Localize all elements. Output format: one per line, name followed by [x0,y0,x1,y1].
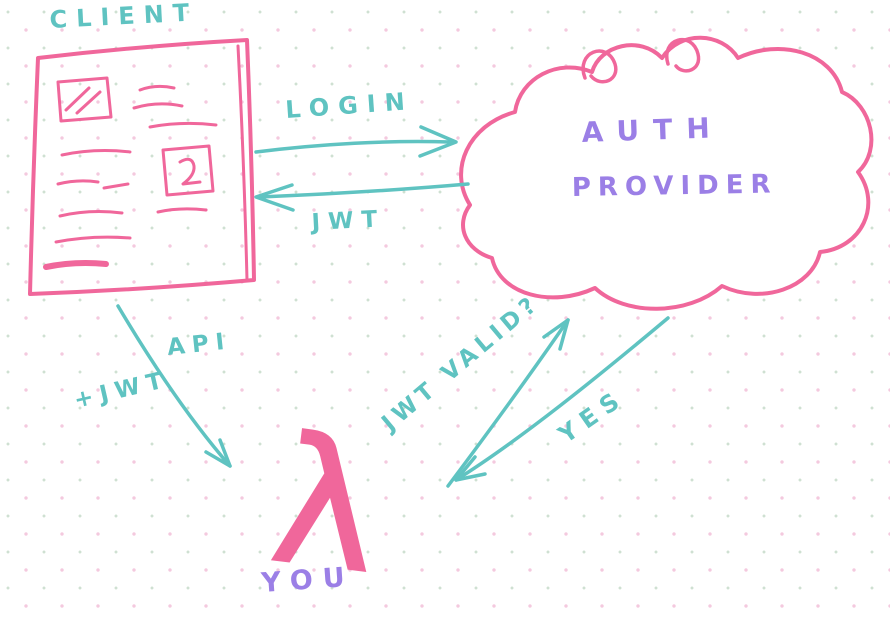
jwt-return-arrow [254,182,470,212]
text-line-sketch [132,102,184,110]
auth-provider-label-line2: PROVIDER [572,169,778,203]
api-arrow [116,304,232,468]
you-label: YOU [259,562,355,600]
client-window-inner-edge [236,44,249,282]
text-line-sketch [54,235,132,244]
jwt-valid-arrow-shaft [446,318,570,488]
yes-arrow-shaft [454,316,670,482]
auth-cloud [459,35,874,311]
text-line-sketch [138,84,176,92]
yes-arrow [454,316,670,482]
api-arrow-shaft [116,304,232,468]
jwt-return-arrowhead [254,183,295,212]
lambda-icon: λ [262,399,390,613]
plus-jwt-label: +JWT [72,367,172,414]
login-arrow [254,125,458,158]
api-arrowhead [204,438,232,468]
login-arrow-shaft [254,139,452,154]
text-line-sketch [56,179,100,186]
yes-label: YES [553,383,631,450]
jwt-valid-label: JWT VALID? [376,290,545,438]
cloud-outline [459,35,874,311]
text-line-sketch-bold [43,260,109,270]
jwt-return-label: JWT [309,206,386,236]
text-line-sketch [102,182,130,190]
jwt-valid-arrowhead [542,318,570,351]
image-placeholder-icon [56,76,113,123]
client-label: CLIENT [49,0,199,34]
client-window-outline [28,38,256,296]
login-arrowhead [418,125,458,158]
client-window [28,38,256,296]
widget-placeholder-icon [161,144,215,197]
yes-arrowhead [454,455,487,482]
auth-provider-label-line1: AUTH [581,111,724,149]
jwt-valid-arrow [446,318,570,488]
jwt-return-arrow-shaft [258,182,470,199]
cloud-curl-right [664,37,701,73]
text-line-sketch [148,121,218,129]
api-label: API [166,328,233,361]
widget-placeholder-scribble [178,157,202,186]
cloud-curl-left [581,49,618,84]
login-label: LOGIN [284,87,414,124]
image-placeholder-scribble [64,86,102,115]
text-line-sketch [156,207,208,214]
text-line-sketch [60,149,132,157]
text-line-sketch [58,210,124,218]
